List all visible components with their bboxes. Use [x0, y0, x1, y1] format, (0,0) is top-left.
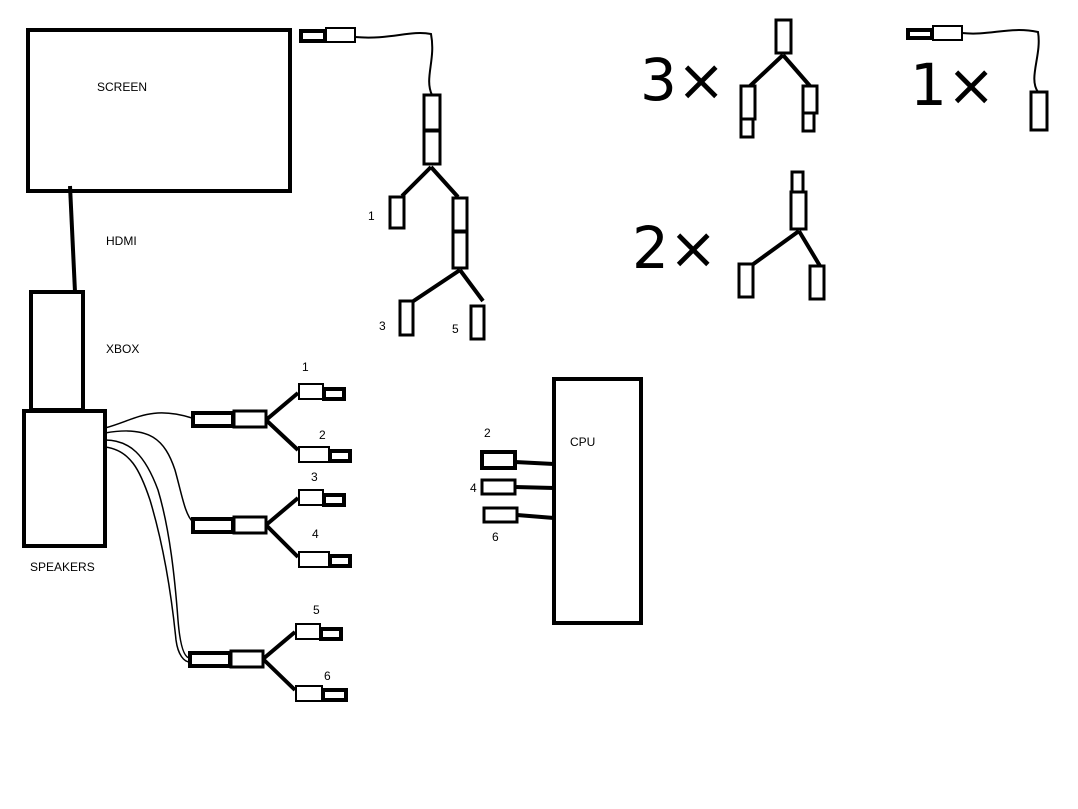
cpu-port-label-4: 4 — [470, 481, 477, 495]
speaker-plug-label-3: 3 — [311, 470, 318, 484]
cpu-box — [552, 377, 643, 625]
main-splitter-tree — [299, 27, 486, 341]
cpu-ports — [480, 450, 555, 524]
legend-y-splitter-3x — [739, 18, 819, 139]
speakers-label: SPEAKERS — [30, 560, 95, 574]
hdmi-cable — [68, 185, 77, 293]
speaker-plug-label-1: 1 — [302, 360, 309, 374]
legend-y-splitter-2x — [737, 170, 826, 301]
legend-count-1x: 1× — [910, 51, 996, 119]
speaker-plug-label-4: 4 — [312, 527, 319, 541]
speakers-box — [22, 409, 107, 548]
tree-label-1: 1 — [368, 209, 375, 223]
speaker-plug-label-2: 2 — [319, 428, 326, 442]
speaker-splitter-3 — [188, 623, 348, 702]
xbox-box — [29, 290, 85, 412]
xbox-label: XBOX — [106, 342, 139, 356]
speaker-wires — [104, 412, 194, 663]
legend-count-3x: 3× — [640, 46, 726, 114]
speaker-plug-label-6: 6 — [324, 669, 331, 683]
screen-label: SCREEN — [97, 80, 147, 94]
tree-label-5: 5 — [452, 322, 459, 336]
legend-single-cable — [906, 25, 1049, 132]
speaker-plug-label-5: 5 — [313, 603, 320, 617]
speaker-splitter-1 — [191, 383, 352, 463]
cpu-port-label-2: 2 — [484, 426, 491, 440]
speaker-splitter-2 — [191, 489, 352, 568]
tree-label-3: 3 — [379, 319, 386, 333]
cpu-label: CPU — [570, 435, 595, 449]
screen-box — [26, 28, 292, 193]
cpu-port-label-6: 6 — [492, 530, 499, 544]
legend-count-2x: 2× — [632, 214, 718, 282]
hdmi-label: HDMI — [106, 234, 137, 248]
